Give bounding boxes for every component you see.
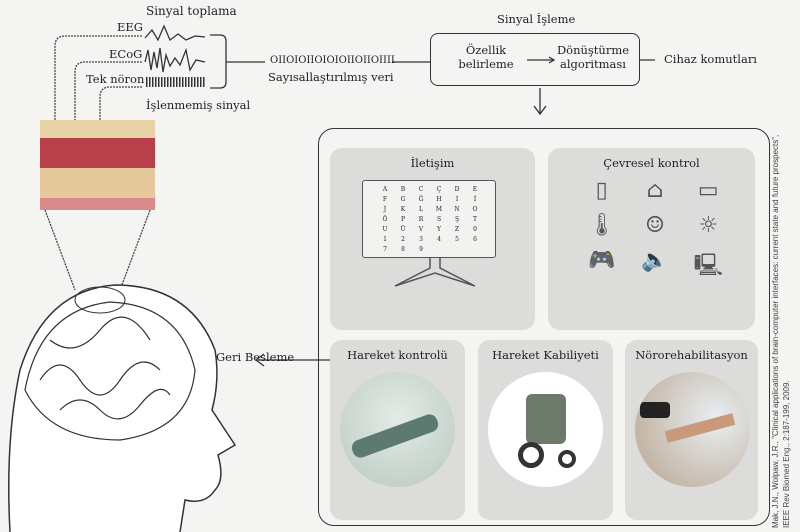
environment-panel: Çevresel kontrol <box>548 148 755 330</box>
speller-cell: U <box>382 226 388 233</box>
speller-cell: K <box>400 206 406 213</box>
digitized-label: Sayısallaştırılmış veri <box>268 70 394 84</box>
environment-icons: ▯ ⌂ ▭ 🌡 ☺ ☼ 🎮 🔈 🖳 <box>575 178 735 286</box>
speller-cell: C <box>418 186 424 193</box>
mobility-panel: Hareket Kabiliyeti <box>478 340 613 520</box>
ecog-label: ECoG <box>109 47 143 61</box>
speller-cell: J <box>383 206 387 213</box>
speller-cell: H <box>436 196 442 203</box>
lightbulb-icon: ☼ <box>698 213 719 238</box>
movement-panel: Hareket kontrolü <box>330 340 465 520</box>
speller-cell: Ş <box>454 216 460 223</box>
speller-cell: Z <box>454 226 460 233</box>
speller-cell: D <box>454 186 460 193</box>
monitor-icon <box>362 180 496 258</box>
neurorehab-panel: Nörorehabilitasyon <box>625 340 758 520</box>
speaker-icon: 🔈 <box>641 248 669 273</box>
speller-cell: R <box>418 216 424 223</box>
speller-cell: 6 <box>473 236 477 243</box>
gamepad-icon: 🎮 <box>587 248 616 273</box>
speller-cell: Y <box>437 226 441 233</box>
speller-cell: Ç <box>436 186 442 193</box>
tv-icon: ▭ <box>697 178 719 203</box>
vr-rehab-image <box>635 372 750 487</box>
robotic-arm-image <box>340 372 455 487</box>
movement-title: Hareket kontrolü <box>347 348 448 362</box>
speller-cell: S <box>436 216 442 223</box>
speller-cell: 8 <box>401 246 405 253</box>
speller-cell: M <box>435 206 443 213</box>
single-neuron-label: Tek nöron <box>86 72 145 86</box>
phone-icon: ▯ <box>595 178 608 203</box>
speller-cell: L <box>419 206 423 213</box>
raw-signal-label: İşlenmemiş sinyal <box>146 98 251 112</box>
speller-cell: O <box>472 206 478 213</box>
speller-cell: 1 <box>383 236 387 243</box>
speller-cell: 9 <box>419 246 423 253</box>
device-commands: Cihaz komutları <box>664 52 757 66</box>
computer-icon: 🖳 <box>693 253 723 278</box>
feedback-label: Geri Besleme <box>216 350 295 364</box>
applications-box <box>318 128 770 526</box>
speller-cell: I <box>455 196 459 203</box>
speller-cell: P <box>400 216 406 223</box>
mobility-title: Hareket Kabiliyeti <box>492 348 599 362</box>
speller-cell: V <box>418 226 424 233</box>
citation: Mak, J.N., Wolpaw, J.R., "Clinical appli… <box>771 134 791 528</box>
speller-cell: 4 <box>437 236 441 243</box>
translation-algorithm: Dönüştürme algoritması <box>556 43 630 71</box>
speller-cell: F <box>382 196 388 203</box>
speller-cell: G <box>400 196 406 203</box>
environment-title: Çevresel kontrol <box>603 156 700 170</box>
speller-cell: Ğ <box>418 196 424 203</box>
neurorehab-title: Nörorehabilitasyon <box>635 348 748 362</box>
speller-cell: E <box>472 186 478 193</box>
thermometer-icon: 🌡 <box>587 213 616 238</box>
monitor-stand <box>394 258 476 287</box>
acquisition-title: Sinyal toplama <box>146 4 237 18</box>
feature-extraction: Özellik belirleme <box>458 43 514 71</box>
speller-cell: N <box>454 206 460 213</box>
speller-cell: Ü <box>400 226 406 233</box>
processing-title: Sinyal İşleme <box>497 12 576 26</box>
house-icon: ⌂ <box>646 178 664 203</box>
speller-cell: İ <box>473 196 477 203</box>
speller-cell: T <box>472 216 477 223</box>
communication-title: İletişim <box>410 156 455 170</box>
speller-cell: A <box>382 186 388 193</box>
speller-cell: 5 <box>455 236 459 243</box>
speller-cell: 7 <box>383 246 387 253</box>
speller-cell: 3 <box>419 236 423 243</box>
head-icon: ☺ <box>645 213 665 238</box>
speller-cell: B <box>400 186 406 193</box>
digital-bits: OIIOIOIIOIOIOIIOIIOIIII <box>270 55 395 66</box>
speller-cell: 0 <box>473 226 477 233</box>
speller-cell: 2 <box>401 236 405 243</box>
processing-box: Özellik belirleme Dönüştürme algoritması <box>430 33 640 86</box>
eeg-label: EEG <box>117 20 143 34</box>
wheelchair-image <box>488 372 603 487</box>
speller-grid: A B C Ç D E F G Ğ H I İ J K L M N O Ö P R S Ş T U Ü V Y Z 0 1 2 3 4 5 6 7 8 9 <box>376 186 484 253</box>
speller-cell: Ö <box>382 216 388 223</box>
